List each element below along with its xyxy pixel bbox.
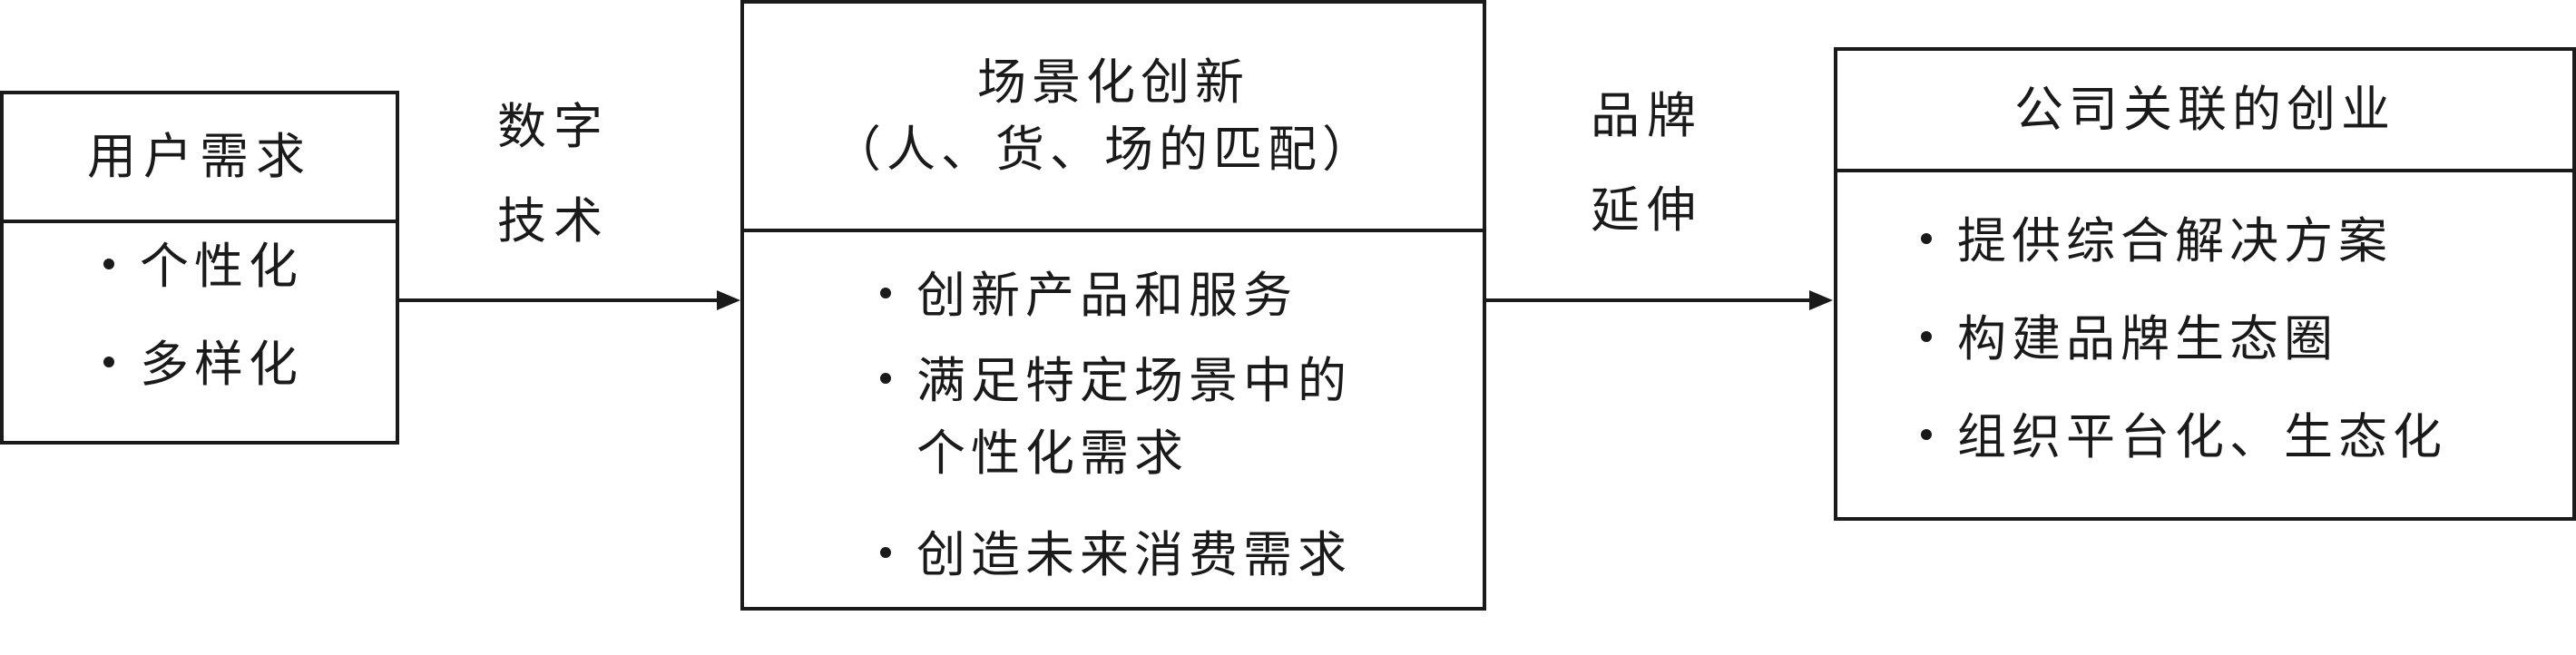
scene-innovation-title: 场景化创新 bbox=[977, 54, 1249, 111]
user-needs-body: 个性化 多样化 bbox=[4, 223, 396, 441]
list-item: 提供综合解决方案 bbox=[1921, 205, 2393, 278]
list-item: 创新产品和服务 bbox=[880, 259, 1298, 332]
brand-extension-label: 品牌 延伸 bbox=[1591, 87, 1703, 239]
bullet-icon bbox=[1921, 233, 1932, 245]
list-item: 满足特定场景中的 个性化需求 bbox=[880, 345, 1352, 490]
user-needs-box: 用户需求 个性化 多样化 bbox=[0, 91, 399, 445]
bullet-icon bbox=[880, 288, 891, 299]
bullet-icon bbox=[880, 547, 891, 559]
bullet-icon bbox=[103, 259, 114, 270]
list-item: 多样化 bbox=[103, 328, 303, 401]
bullet-icon bbox=[1921, 429, 1932, 441]
bullet-icon bbox=[880, 373, 891, 385]
bullet-icon bbox=[1921, 331, 1932, 343]
scene-innovation-subtitle: （人、货、场的匹配） bbox=[832, 121, 1376, 178]
arrow-scene-to-venture bbox=[1486, 290, 1833, 310]
related-venture-box: 公司关联的创业 提供综合解决方案 构建品牌生态圈 组织平台化、生态化 bbox=[1834, 47, 2576, 521]
user-needs-title: 用户需求 bbox=[87, 128, 312, 185]
related-venture-header: 公司关联的创业 bbox=[1837, 51, 2572, 172]
scene-innovation-box: 场景化创新 （人、货、场的匹配） 创新产品和服务 满足特定场景中的 个性化需求 … bbox=[740, 0, 1486, 611]
list-item: 个性化 bbox=[103, 230, 303, 303]
arrow-user-to-scene bbox=[399, 290, 740, 310]
user-needs-header: 用户需求 bbox=[4, 94, 396, 223]
scene-innovation-header: 场景化创新 （人、货、场的匹配） bbox=[744, 4, 1483, 232]
related-venture-body: 提供综合解决方案 构建品牌生态圈 组织平台化、生态化 bbox=[1837, 172, 2572, 517]
bullet-icon bbox=[103, 357, 114, 368]
scene-innovation-body: 创新产品和服务 满足特定场景中的 个性化需求 创造未来消费需求 bbox=[744, 232, 1483, 607]
related-venture-title: 公司关联的创业 bbox=[2014, 81, 2395, 138]
list-item: 构建品牌生态圈 bbox=[1921, 303, 2338, 376]
list-item: 组织平台化、生态化 bbox=[1921, 401, 2447, 474]
list-item: 创造未来消费需求 bbox=[880, 519, 1352, 591]
digital-tech-label: 数字 技术 bbox=[497, 98, 610, 249]
